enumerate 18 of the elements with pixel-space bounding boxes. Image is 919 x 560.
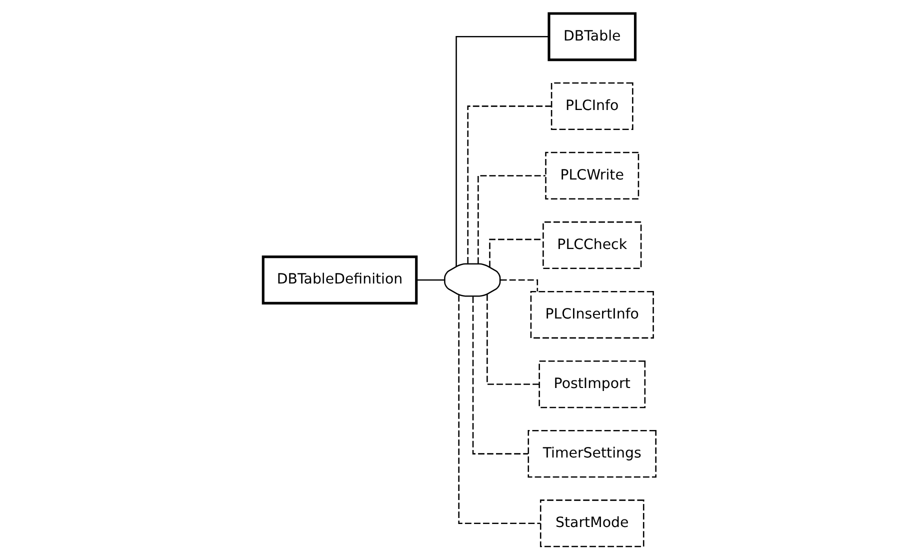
node-box: DBTable bbox=[548, 12, 637, 62]
connector bbox=[416, 279, 444, 281]
node-box: PostImport bbox=[538, 360, 646, 408]
connector bbox=[456, 36, 549, 267]
node-box: PLCWrite bbox=[545, 152, 640, 200]
node-box: TimerSettings bbox=[528, 430, 656, 478]
connector bbox=[472, 296, 528, 454]
node-box: DBTableDefinition bbox=[262, 256, 418, 304]
node-octagon bbox=[444, 263, 501, 297]
connector bbox=[467, 106, 552, 264]
node-box: PLCCheck bbox=[542, 221, 642, 270]
connector bbox=[478, 175, 546, 264]
node-box: PLCInfo bbox=[550, 82, 634, 130]
node-box: StartMode bbox=[540, 500, 644, 548]
connector bbox=[486, 294, 540, 385]
node-box: PLCInsertInfo bbox=[530, 290, 654, 339]
connector bbox=[489, 238, 543, 268]
connector bbox=[458, 295, 541, 524]
